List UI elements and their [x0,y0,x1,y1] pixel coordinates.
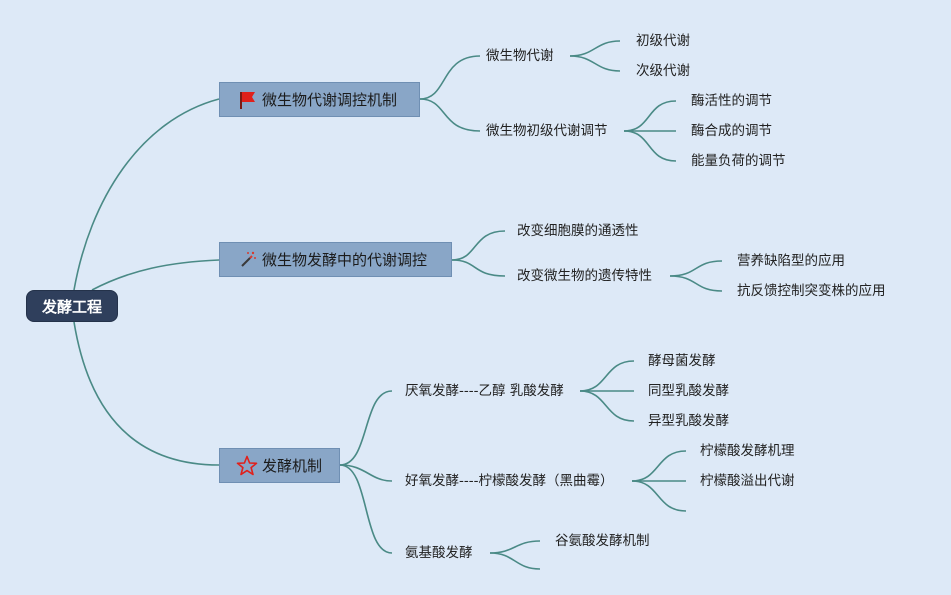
connector-b1c1-g1 [569,40,621,57]
star-icon [236,455,258,477]
root-node[interactable]: 发酵工程 [26,290,118,322]
connector-b2c2-g2 [669,275,723,292]
node-primary-metabolism-regulation[interactable]: 微生物初级代谢调节 [486,123,608,139]
leaf-glutamate-mechanism[interactable]: 谷氨酸发酵机制 [555,533,650,549]
leaf-citric-acid-mechanism[interactable]: 柠檬酸发酵机理 [700,443,795,459]
connector-b3-c2 [339,464,393,482]
branch-label: 发酵机制 [262,457,323,475]
leaf-yeast-fermentation[interactable]: 酵母菌发酵 [648,353,716,369]
connector-b1c2-g1 [623,100,677,132]
red-flag-icon [236,89,258,111]
magic-wand-icon [236,249,258,271]
leaf-auxotroph-application[interactable]: 营养缺陷型的应用 [737,253,845,269]
connector-b3c2-g3 [631,480,687,512]
branch-node-fermentation-control[interactable]: 微生物发酵中的代谢调控 [219,242,452,277]
connector-b3c3-g2 [489,552,541,570]
connector-b1-c1 [419,55,481,100]
connector-b1-c2 [419,98,481,132]
connector-root-b1 [73,98,220,291]
connector-b3c1-g3 [579,390,635,422]
branch-label: 微生物发酵中的代谢调控 [262,251,428,269]
node-anaerobic-fermentation[interactable]: 厌氧发酵----乙醇 乳酸发酵 [405,383,564,399]
leaf-secondary-metabolism[interactable]: 次级代谢 [636,63,690,79]
connector-root-b3 [73,321,220,466]
connector-b2c2-g1 [669,260,723,277]
leaf-homolactic-fermentation[interactable]: 同型乳酸发酵 [648,383,729,399]
leaf-enzyme-synthesis[interactable]: 酶合成的调节 [691,123,772,139]
branch-label: 微生物代谢调控机制 [262,91,398,109]
leaf-primary-metabolism[interactable]: 初级代谢 [636,33,690,49]
connector-b3c2-g1 [631,450,687,482]
branch-node-fermentation-mechanism[interactable]: 发酵机制 [219,448,340,483]
connector-b3c3-g1 [489,540,541,554]
branch-node-metabolic-regulation[interactable]: 微生物代谢调控机制 [219,82,420,117]
connector-b3c1-g1 [579,360,635,392]
connector-b1c2-g3 [623,130,677,162]
node-genetic-modification[interactable]: 改变微生物的遗传特性 [517,268,652,284]
leaf-heterolactic-fermentation[interactable]: 异型乳酸发酵 [648,413,729,429]
node-amino-acid-fermentation[interactable]: 氨基酸发酵 [405,545,473,561]
leaf-feedback-resistant-mutant[interactable]: 抗反馈控制突变株的应用 [737,283,886,299]
connector-b2-c2 [451,259,506,277]
leaf-energy-charge[interactable]: 能量负荷的调节 [691,153,786,169]
connector-b3-c1 [339,390,393,466]
leaf-citric-acid-overflow[interactable]: 柠檬酸溢出代谢 [700,473,795,489]
connector-root-b2 [91,259,220,291]
connector-b2-c1 [451,230,506,261]
connector-b3-c3 [339,464,393,554]
node-microbial-metabolism[interactable]: 微生物代谢 [486,48,554,64]
connector-b1c1-g2 [569,55,621,72]
node-aerobic-fermentation[interactable]: 好氧发酵----柠檬酸发酵（黑曲霉） [405,473,614,489]
leaf-enzyme-activity[interactable]: 酶活性的调节 [691,93,772,109]
node-membrane-permeability[interactable]: 改变细胞膜的通透性 [517,223,639,239]
